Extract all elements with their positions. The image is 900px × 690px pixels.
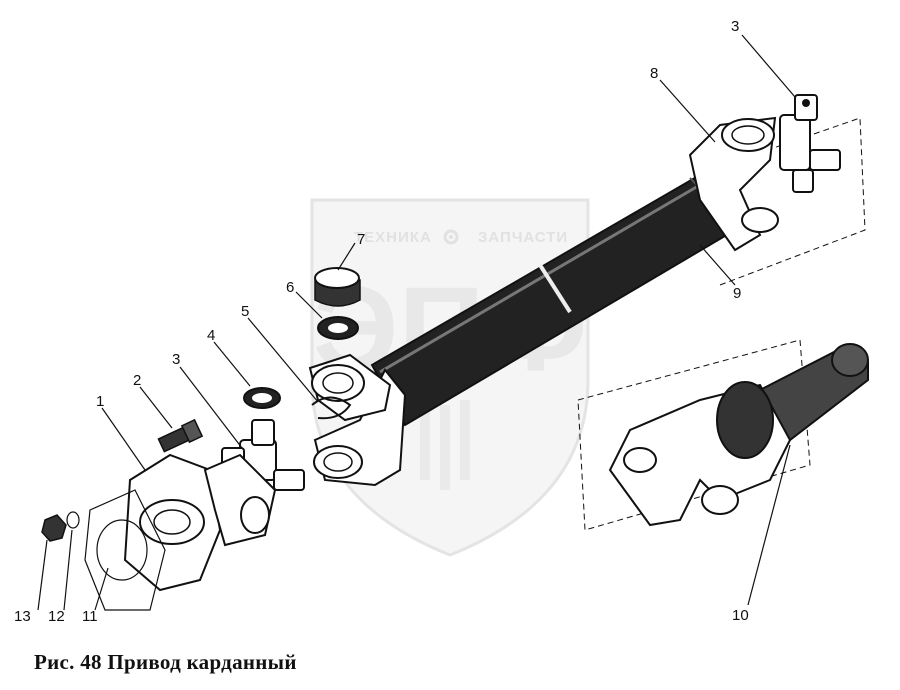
callout-13: 13 bbox=[14, 608, 31, 625]
gasket-opening bbox=[96, 519, 148, 581]
callout-3-lower: 3 bbox=[172, 351, 180, 368]
bearing-cup bbox=[314, 267, 361, 307]
watermark-left-text: ТЕХНИКА bbox=[354, 229, 432, 246]
callout-10: 10 bbox=[732, 607, 749, 624]
yoke-upper bbox=[688, 116, 779, 252]
nut bbox=[41, 514, 67, 542]
cross-spider-upper bbox=[779, 94, 841, 193]
watermark-right-text: ЗАПЧАСТИ bbox=[478, 229, 568, 246]
yoke-lower bbox=[308, 353, 407, 487]
slip-yoke bbox=[608, 343, 869, 527]
leader-lines bbox=[37, 34, 796, 611]
callout-3-upper: 3 bbox=[731, 18, 739, 35]
callout-1: 1 bbox=[96, 393, 104, 410]
callout-6: 6 bbox=[286, 279, 294, 296]
callout-12: 12 bbox=[48, 608, 65, 625]
washer bbox=[66, 511, 80, 529]
flange-yoke bbox=[123, 453, 277, 592]
retaining-ring-hole bbox=[252, 393, 272, 403]
callout-4: 4 bbox=[207, 327, 215, 344]
dashed-outline-part10 bbox=[577, 339, 811, 531]
gear-icon bbox=[443, 229, 459, 245]
bolt bbox=[157, 418, 204, 453]
snap-ring bbox=[311, 396, 352, 420]
callout-7: 7 bbox=[357, 231, 365, 248]
callout-8: 8 bbox=[650, 65, 658, 82]
callout-5: 5 bbox=[241, 303, 249, 320]
callout-2: 2 bbox=[133, 372, 141, 389]
callout-9: 9 bbox=[733, 285, 741, 302]
figure-caption: Рис. 48 Привод карданный bbox=[34, 650, 297, 674]
dashed-outline-top bbox=[709, 117, 866, 286]
gasket bbox=[84, 489, 166, 611]
callout-11: 11 bbox=[82, 608, 98, 625]
seal-ring-hole bbox=[328, 323, 348, 333]
